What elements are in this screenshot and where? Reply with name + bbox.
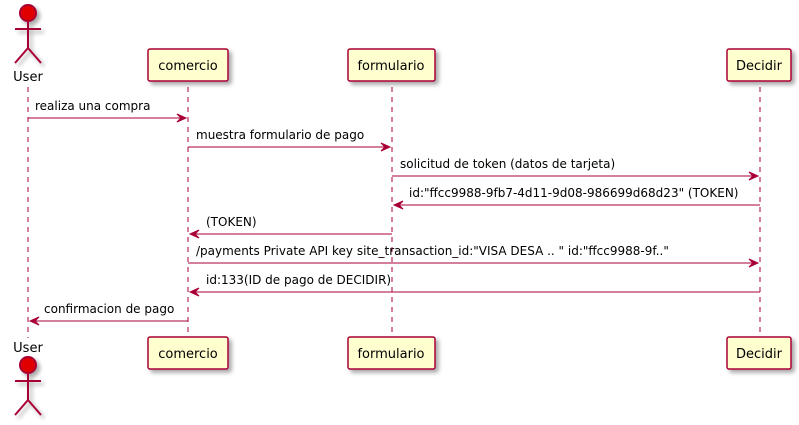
message-3: solicitud de token (datos de tarjeta) [392, 157, 760, 181]
actor-user-bottom-label: User [13, 341, 43, 356]
participant-decidir-bottom: Decidir [726, 336, 792, 370]
message-7-label: id:133(ID de pago de DECIDIR) [206, 273, 391, 287]
message-6: /payments Private API key site_transacti… [188, 244, 760, 268]
message-7: id:133(ID de pago de DECIDIR) [188, 273, 760, 297]
participant-comercio-top-label: comercio [158, 59, 218, 74]
message-2: muestra formulario de pago [188, 128, 392, 152]
participant-comercio-bottom-label: comercio [158, 347, 218, 362]
participant-comercio-top: comercio [147, 48, 229, 82]
message-4-label: id:"ffcc9988-9fb7-4d11-9d08-986699d68d23… [409, 186, 738, 200]
message-1-label: realiza una compra [35, 99, 150, 113]
participant-decidir-top: Decidir [726, 48, 792, 82]
message-2-label: muestra formulario de pago [196, 128, 364, 142]
participant-decidir-bottom-label: Decidir [736, 347, 783, 362]
message-5-label: (TOKEN) [206, 215, 257, 229]
actor-user-top-label: User [13, 70, 43, 85]
participant-formulario-top: formulario [347, 48, 436, 82]
message-4: id:"ffcc9988-9fb7-4d11-9d08-986699d68d23… [392, 186, 760, 210]
participant-formulario-bottom-label: formulario [357, 347, 424, 362]
participant-comercio-bottom: comercio [147, 336, 229, 370]
participant-formulario-bottom: formulario [347, 336, 436, 370]
message-3-label: solicitud de token (datos de tarjeta) [400, 157, 615, 171]
message-8: confirmacion de pago [28, 302, 188, 326]
message-6-label: /payments Private API key site_transacti… [196, 244, 669, 258]
message-8-label: confirmacion de pago [44, 302, 174, 316]
stick-figure-actor-icon [14, 356, 42, 416]
message-5: (TOKEN) [188, 215, 392, 239]
message-1: realiza una compra [28, 99, 188, 123]
stick-figure-actor-icon [14, 4, 42, 64]
participant-formulario-top-label: formulario [357, 59, 424, 74]
actor-user-top: User [13, 4, 43, 85]
actor-user-bottom: User [13, 341, 43, 416]
participant-decidir-top-label: Decidir [736, 59, 783, 74]
